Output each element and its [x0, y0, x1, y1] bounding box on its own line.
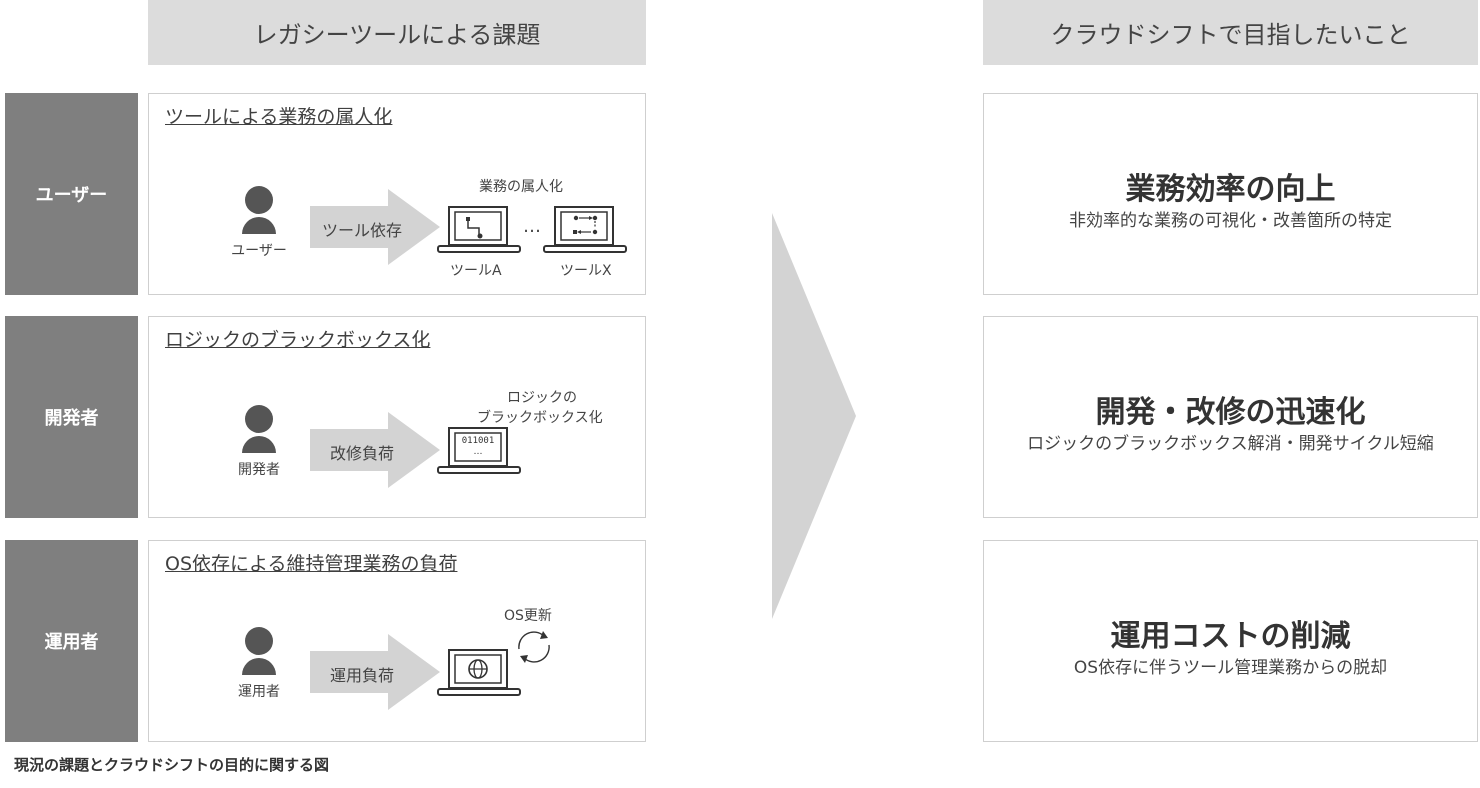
goal-title: 開発・改修の迅速化 [1095, 395, 1366, 430]
extra-label-line1: ロジックの [507, 390, 577, 406]
figure-caption: 現況の課題とクラウドシフトの目的に関する図 [14, 756, 330, 774]
role-tab-user: ユーザー [5, 93, 138, 295]
left-header-text: レガシーツールによる課題 [253, 21, 541, 49]
person-head [245, 405, 273, 433]
transition-arrow [772, 213, 856, 619]
load-arrow: 運用負荷 [310, 634, 440, 710]
screen-dots: … [474, 447, 483, 457]
arrow-label: 運用負荷 [329, 666, 394, 685]
load-arrow: 改修負荷 [310, 412, 440, 488]
goal-subtitle: OS依存に伴うツール管理業務からの脱却 [1073, 658, 1388, 678]
extra-label-line2: ブラックボックス化 [477, 410, 603, 426]
laptop-icon [543, 206, 627, 253]
issue-panel-operator: OS依存による維持管理業務の負荷 運用者 運用負荷 OS更新 [148, 540, 646, 742]
person-body [242, 658, 276, 675]
tool-a-label: ツールA [450, 263, 502, 279]
refresh-cycle-icon [518, 631, 550, 663]
arrow-shape [310, 189, 440, 265]
role-tab-developer: 開発者 [5, 316, 138, 518]
role-label: 開発者 [44, 408, 99, 429]
person-label: 開発者 [238, 462, 280, 478]
goal-title: 業務効率の向上 [1125, 172, 1336, 207]
globe-icon [468, 659, 488, 679]
person-head [245, 627, 273, 655]
extra-label: 業務の属人化 [479, 179, 563, 195]
arrow-label: ツール依存 [321, 221, 402, 240]
user-person-icon: ユーザー [229, 186, 289, 260]
laptop-icon [437, 649, 521, 696]
role-tab-operator: 運用者 [5, 540, 138, 742]
role-label: ユーザー [35, 185, 108, 206]
goal-box-efficiency: 業務効率の向上 非効率的な業務の可視化・改善箇所の特定 [983, 93, 1478, 295]
arrow-shape [310, 412, 440, 488]
arrow-shape [310, 634, 440, 710]
extra-label: OS更新 [504, 608, 552, 624]
laptop-icon: 011001 … [437, 427, 521, 474]
person-label: 運用者 [238, 684, 280, 700]
screen-code: 011001 [462, 436, 495, 446]
developer-person-icon: 開発者 [229, 405, 289, 479]
person-body [242, 217, 276, 234]
ellipsis-label: … [523, 216, 541, 237]
arrow-label: 改修負荷 [329, 444, 394, 463]
laptop-icon [437, 206, 521, 253]
panel-title: ロジックのブラックボックス化 [165, 329, 431, 351]
goal-box-development: 開発・改修の迅速化 ロジックのブラックボックス解消・開発サイクル短縮 [983, 316, 1478, 518]
right-header: クラウドシフトで目指したいこと [983, 0, 1478, 65]
right-header-text: クラウドシフトで目指したいこと [1050, 21, 1411, 49]
dependency-arrow: ツール依存 [310, 189, 440, 265]
person-head [245, 186, 273, 214]
goal-title: 運用コストの削減 [1110, 619, 1351, 654]
panel-title: OS依存による維持管理業務の負荷 [165, 553, 458, 575]
goal-subtitle: 非効率的な業務の可視化・改善箇所の特定 [1069, 211, 1392, 231]
issue-panel-developer: ロジックのブラックボックス化 開発者 改修負荷 ロジックの ブラックボックス化 … [148, 316, 646, 518]
left-header: レガシーツールによる課題 [148, 0, 646, 65]
goal-box-operations: 運用コストの削減 OS依存に伴うツール管理業務からの脱却 [983, 540, 1478, 742]
issue-panel-user: ツールによる業務の属人化 ユーザー ツール依存 業務の属人化 ツールA … [148, 93, 646, 295]
operator-person-icon: 運用者 [229, 627, 289, 701]
goal-subtitle: ロジックのブラックボックス解消・開発サイクル短縮 [1027, 434, 1434, 454]
person-body [242, 436, 276, 453]
tool-x-label: ツールX [560, 263, 612, 279]
person-label: ユーザー [231, 243, 287, 259]
role-label: 運用者 [44, 632, 99, 653]
panel-title: ツールによる業務の属人化 [165, 106, 393, 128]
